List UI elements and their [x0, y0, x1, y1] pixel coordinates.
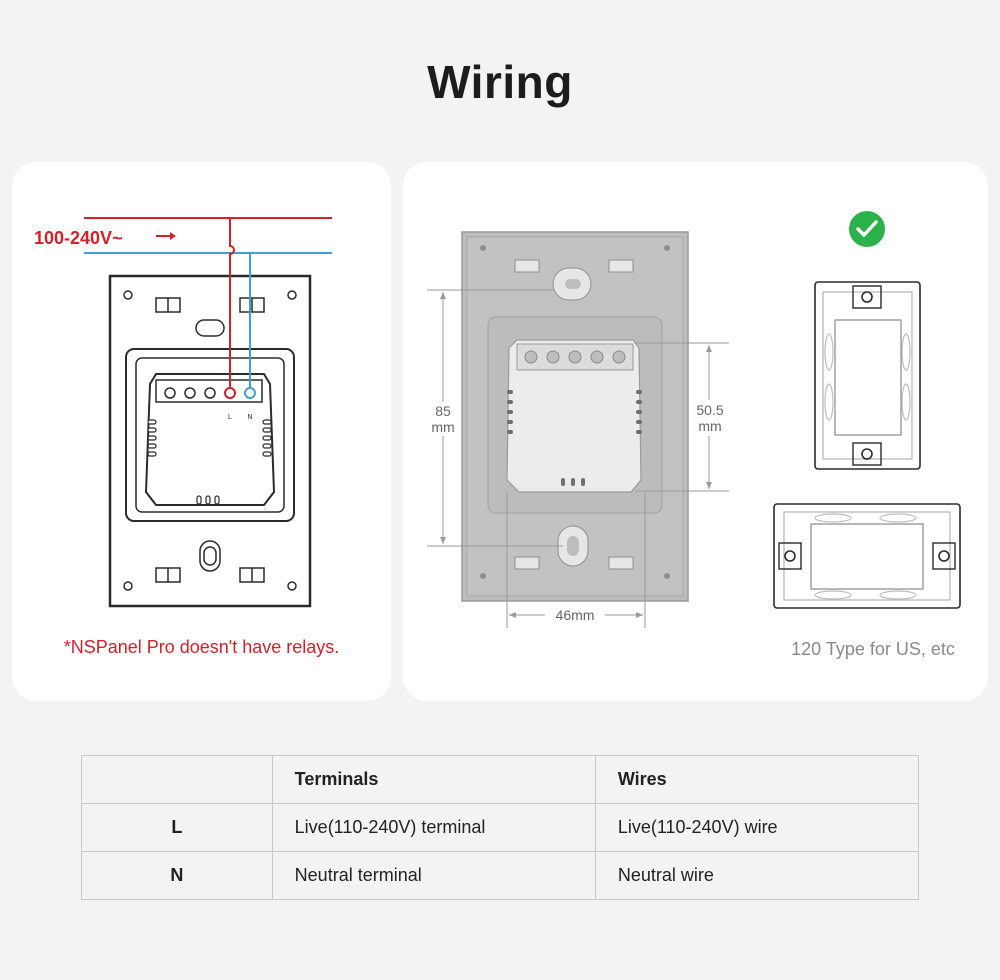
screw-hole-icon [123, 581, 133, 591]
row-key: N [81, 851, 273, 900]
wiring-diagram: 100-240V~ L N [34, 217, 332, 608]
wiring-table: Terminals Wires L Live(110-240V) termina… [81, 755, 920, 900]
vent-slots [147, 419, 272, 505]
screw-hole-icon [287, 581, 297, 591]
module-outline [144, 373, 276, 506]
dimension-drawing: 85 mm 50.5 mm 46mm [427, 211, 961, 628]
module-dimension-unit: mm [698, 418, 721, 434]
inner-frame [125, 348, 295, 522]
row-terminal: Live(110-240V) terminal [271, 803, 596, 852]
terminal-mark-l: L [228, 414, 232, 421]
screw-hole-icon [123, 290, 133, 300]
dimension-lines [427, 289, 729, 628]
arrow-right-icon [156, 232, 176, 240]
mounting-clips [155, 297, 265, 583]
row-wire: Live(110-240V) wire [594, 803, 920, 852]
screw-hole-icon [287, 290, 297, 300]
table-row: L Live(110-240V) terminal Live(110-240V)… [81, 803, 920, 852]
module-body [506, 339, 642, 493]
wiring-diagram-panel: 100-240V~ L N [12, 162, 391, 701]
relay-note: *NSPanel Pro doesn't have relays. [63, 637, 340, 657]
row-key: L [81, 803, 273, 852]
live-wire [229, 218, 235, 388]
wall-box-horizontal [773, 503, 961, 609]
table-header-empty [81, 755, 273, 804]
table-header-wires: Wires [594, 755, 920, 804]
height-dimension-value: 85 [435, 403, 451, 419]
table-row: N Neutral terminal Neutral wire [81, 851, 920, 900]
page-title: Wiring [427, 56, 573, 108]
voltage-label: 100-240V~ [34, 228, 123, 248]
wall-box-vertical [814, 281, 921, 470]
height-dimension-unit: mm [431, 419, 454, 435]
wall-box-caption: 120 Type for US, etc [791, 639, 955, 659]
module-dimension-value: 50.5 [696, 402, 723, 418]
table-header-terminals: Terminals [271, 755, 596, 804]
width-dimension: 46mm [556, 607, 595, 623]
check-circle-icon [849, 211, 885, 247]
row-wire: Neutral wire [594, 851, 920, 900]
terminal-mark-n: N [247, 414, 252, 421]
dimensions-panel: 85 mm 50.5 mm 46mm [403, 162, 988, 701]
row-terminal: Neutral terminal [271, 851, 596, 900]
table-header-row: Terminals Wires [81, 755, 920, 804]
